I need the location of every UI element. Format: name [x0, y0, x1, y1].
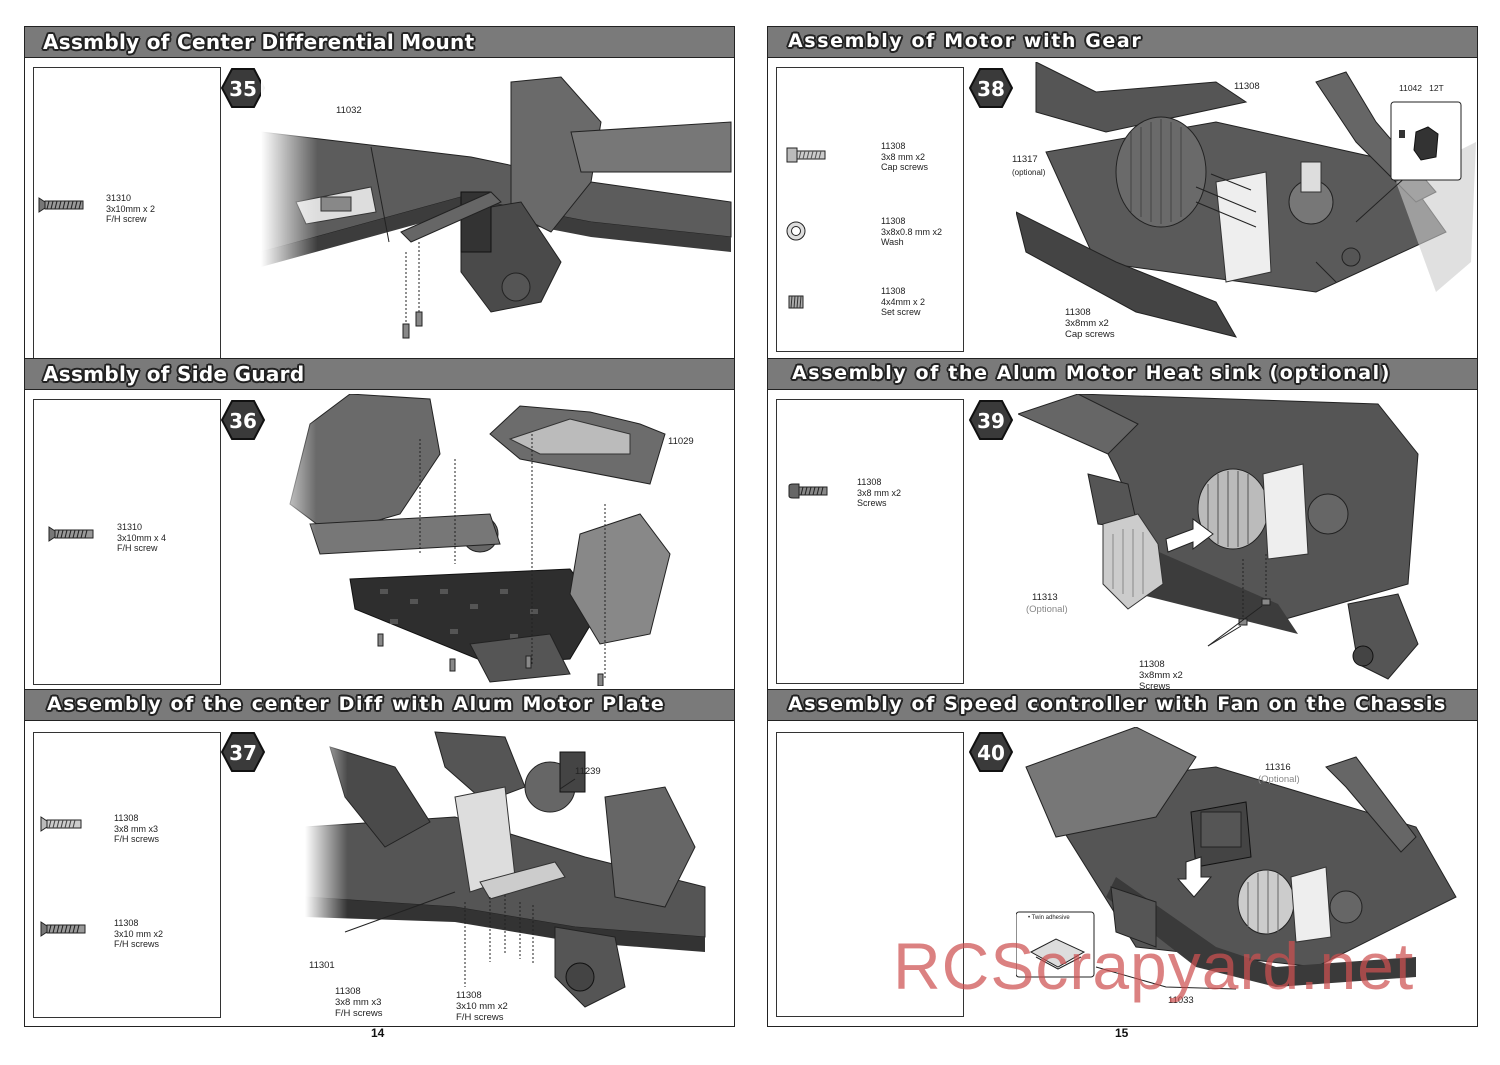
callout-label: 11317: [1012, 154, 1038, 165]
part-label: 11308 3x8 mm x2 Screws: [857, 477, 902, 508]
step-badge: [969, 400, 1013, 440]
callout-label: • Twin adhesive: [1028, 915, 1070, 921]
step-badge: [221, 732, 265, 772]
parts-box: 11308 3x8 mm x2 Cap screws 11308 3x8x0.8…: [776, 67, 964, 352]
cap-screw-icon: [788, 483, 828, 499]
step-number: 39: [977, 409, 1005, 433]
section-40: Assembly of Speed controller with Fan on…: [768, 690, 1477, 1025]
step-badge: [221, 68, 265, 108]
section-title: Assmbly of Center Differential Mount: [43, 30, 475, 54]
section-38: Assembly of Motor with Gear 11308 3x8 mm…: [768, 27, 1477, 358]
section-title: Assembly of Motor with Gear: [788, 30, 1143, 52]
callout-label: (optional): [1012, 168, 1046, 177]
section-divider: [25, 689, 734, 690]
section-divider: [768, 358, 1477, 359]
step-number: 36: [229, 409, 257, 433]
flat-head-screw-icon: [48, 526, 94, 542]
chassis-illustration: [1018, 394, 1419, 680]
callout-label: 11042 12T: [1399, 83, 1444, 93]
flat-head-screw-icon: [40, 921, 86, 937]
step-badge: [221, 400, 265, 440]
set-screw-icon: [788, 295, 804, 309]
part-label: 31310 3x10mm x 4 F/H screw: [117, 522, 167, 553]
part-label: 31310 3x10mm x 2 F/H screw: [106, 193, 156, 224]
callout-label: 11029: [668, 436, 694, 447]
step-number: 38: [977, 77, 1005, 101]
callout-label: (Optional): [1258, 774, 1300, 785]
right-page: Assembly of Motor with Gear 11308 3x8 mm…: [767, 26, 1478, 1027]
chassis-illustration: [261, 62, 733, 357]
callout-label: 11308 3x8 mm x3 F/H screws: [335, 986, 383, 1019]
step-number: 37: [229, 741, 257, 765]
section-title: Assmbly of Side Guard: [43, 362, 305, 386]
part-label: 11308 4x4mm x 2 Set screw: [881, 286, 926, 317]
section-divider: [25, 358, 734, 359]
cap-screw-icon: [786, 147, 826, 163]
part-label: 11308 3x8x0.8 mm x2 Wash: [881, 216, 943, 247]
callout-label: 11308 3x10 mm x2 F/H screws: [456, 990, 508, 1023]
watermark: RCScrapyard.net: [893, 929, 1415, 1003]
part-label: 11308 3x8 mm x2 Cap screws: [881, 141, 929, 172]
step-badge: [969, 732, 1013, 772]
section-title-bar: Assembly of Speed controller with Fan on…: [768, 690, 1477, 721]
page-number: 14: [371, 1026, 385, 1040]
step-number: 40: [977, 741, 1005, 765]
callout-label: 11239: [575, 766, 601, 777]
section-title-bar: Assembly of the Alum Motor Heat sink (op…: [768, 359, 1477, 390]
callout-label: 11308 3x8mm x2 Screws: [1139, 659, 1183, 692]
part-label: 11308 3x10 mm x2 F/H screws: [114, 918, 164, 949]
section-title-bar: Assembly of Motor with Gear: [768, 27, 1477, 58]
part-label: 11308 3x8 mm x3 F/H screws: [114, 813, 159, 844]
section-37: Assembly of the center Diff with Alum Mo…: [25, 690, 734, 1025]
callout-label: 11032: [336, 105, 362, 116]
callout-label: 11313: [1032, 592, 1058, 603]
section-36: Assmbly of Side Guard 31310 3x10mm x 4 F…: [25, 359, 734, 689]
chassis-illustration: [305, 727, 731, 1022]
callout-label: 11301: [309, 960, 335, 971]
section-title-bar: Assmbly of Center Differential Mount: [25, 27, 734, 58]
callout-label: 11316: [1265, 762, 1291, 773]
section-title: Assembly of Speed controller with Fan on…: [788, 693, 1447, 715]
parts-box: 31310 3x10mm x 4 F/H screw: [33, 399, 221, 685]
flat-head-screw-icon: [40, 816, 82, 832]
chassis-illustration: [1016, 62, 1476, 338]
callout-label: (Optional): [1026, 604, 1068, 615]
flat-head-screw-icon: [38, 197, 84, 213]
step-badge: [969, 68, 1013, 108]
parts-box: 11308 3x8 mm x2 Screws: [776, 399, 964, 684]
left-page: Assmbly of Center Differential Mount 313…: [24, 26, 735, 1027]
callout-label: 11308: [1234, 81, 1260, 92]
parts-box: 11308 3x8 mm x3 F/H screws 11308 3x10 mm…: [33, 732, 221, 1018]
section-title: Assembly of the center Diff with Alum Mo…: [47, 693, 666, 715]
section-35: Assmbly of Center Differential Mount 313…: [25, 27, 734, 359]
step-number: 35: [229, 77, 257, 101]
section-39: Assembly of the Alum Motor Heat sink (op…: [768, 359, 1477, 692]
section-title: Assembly of the Alum Motor Heat sink (op…: [792, 362, 1392, 384]
page-number: 15: [1115, 1026, 1129, 1040]
parts-box: 31310 3x10mm x 2 F/H screw: [33, 67, 221, 359]
parts-box: [776, 732, 964, 1017]
chassis-illustration: [1016, 727, 1457, 990]
callout-label: 11308 3x8mm x2 Cap screws: [1065, 307, 1115, 340]
section-title-bar: Assembly of the center Diff with Alum Mo…: [25, 690, 734, 721]
callout-label: 11033: [1168, 995, 1194, 1006]
chassis-illustration: [270, 394, 732, 686]
washer-icon: [786, 221, 806, 241]
section-title-bar: Assmbly of Side Guard: [25, 359, 734, 390]
section-divider: [768, 689, 1477, 690]
